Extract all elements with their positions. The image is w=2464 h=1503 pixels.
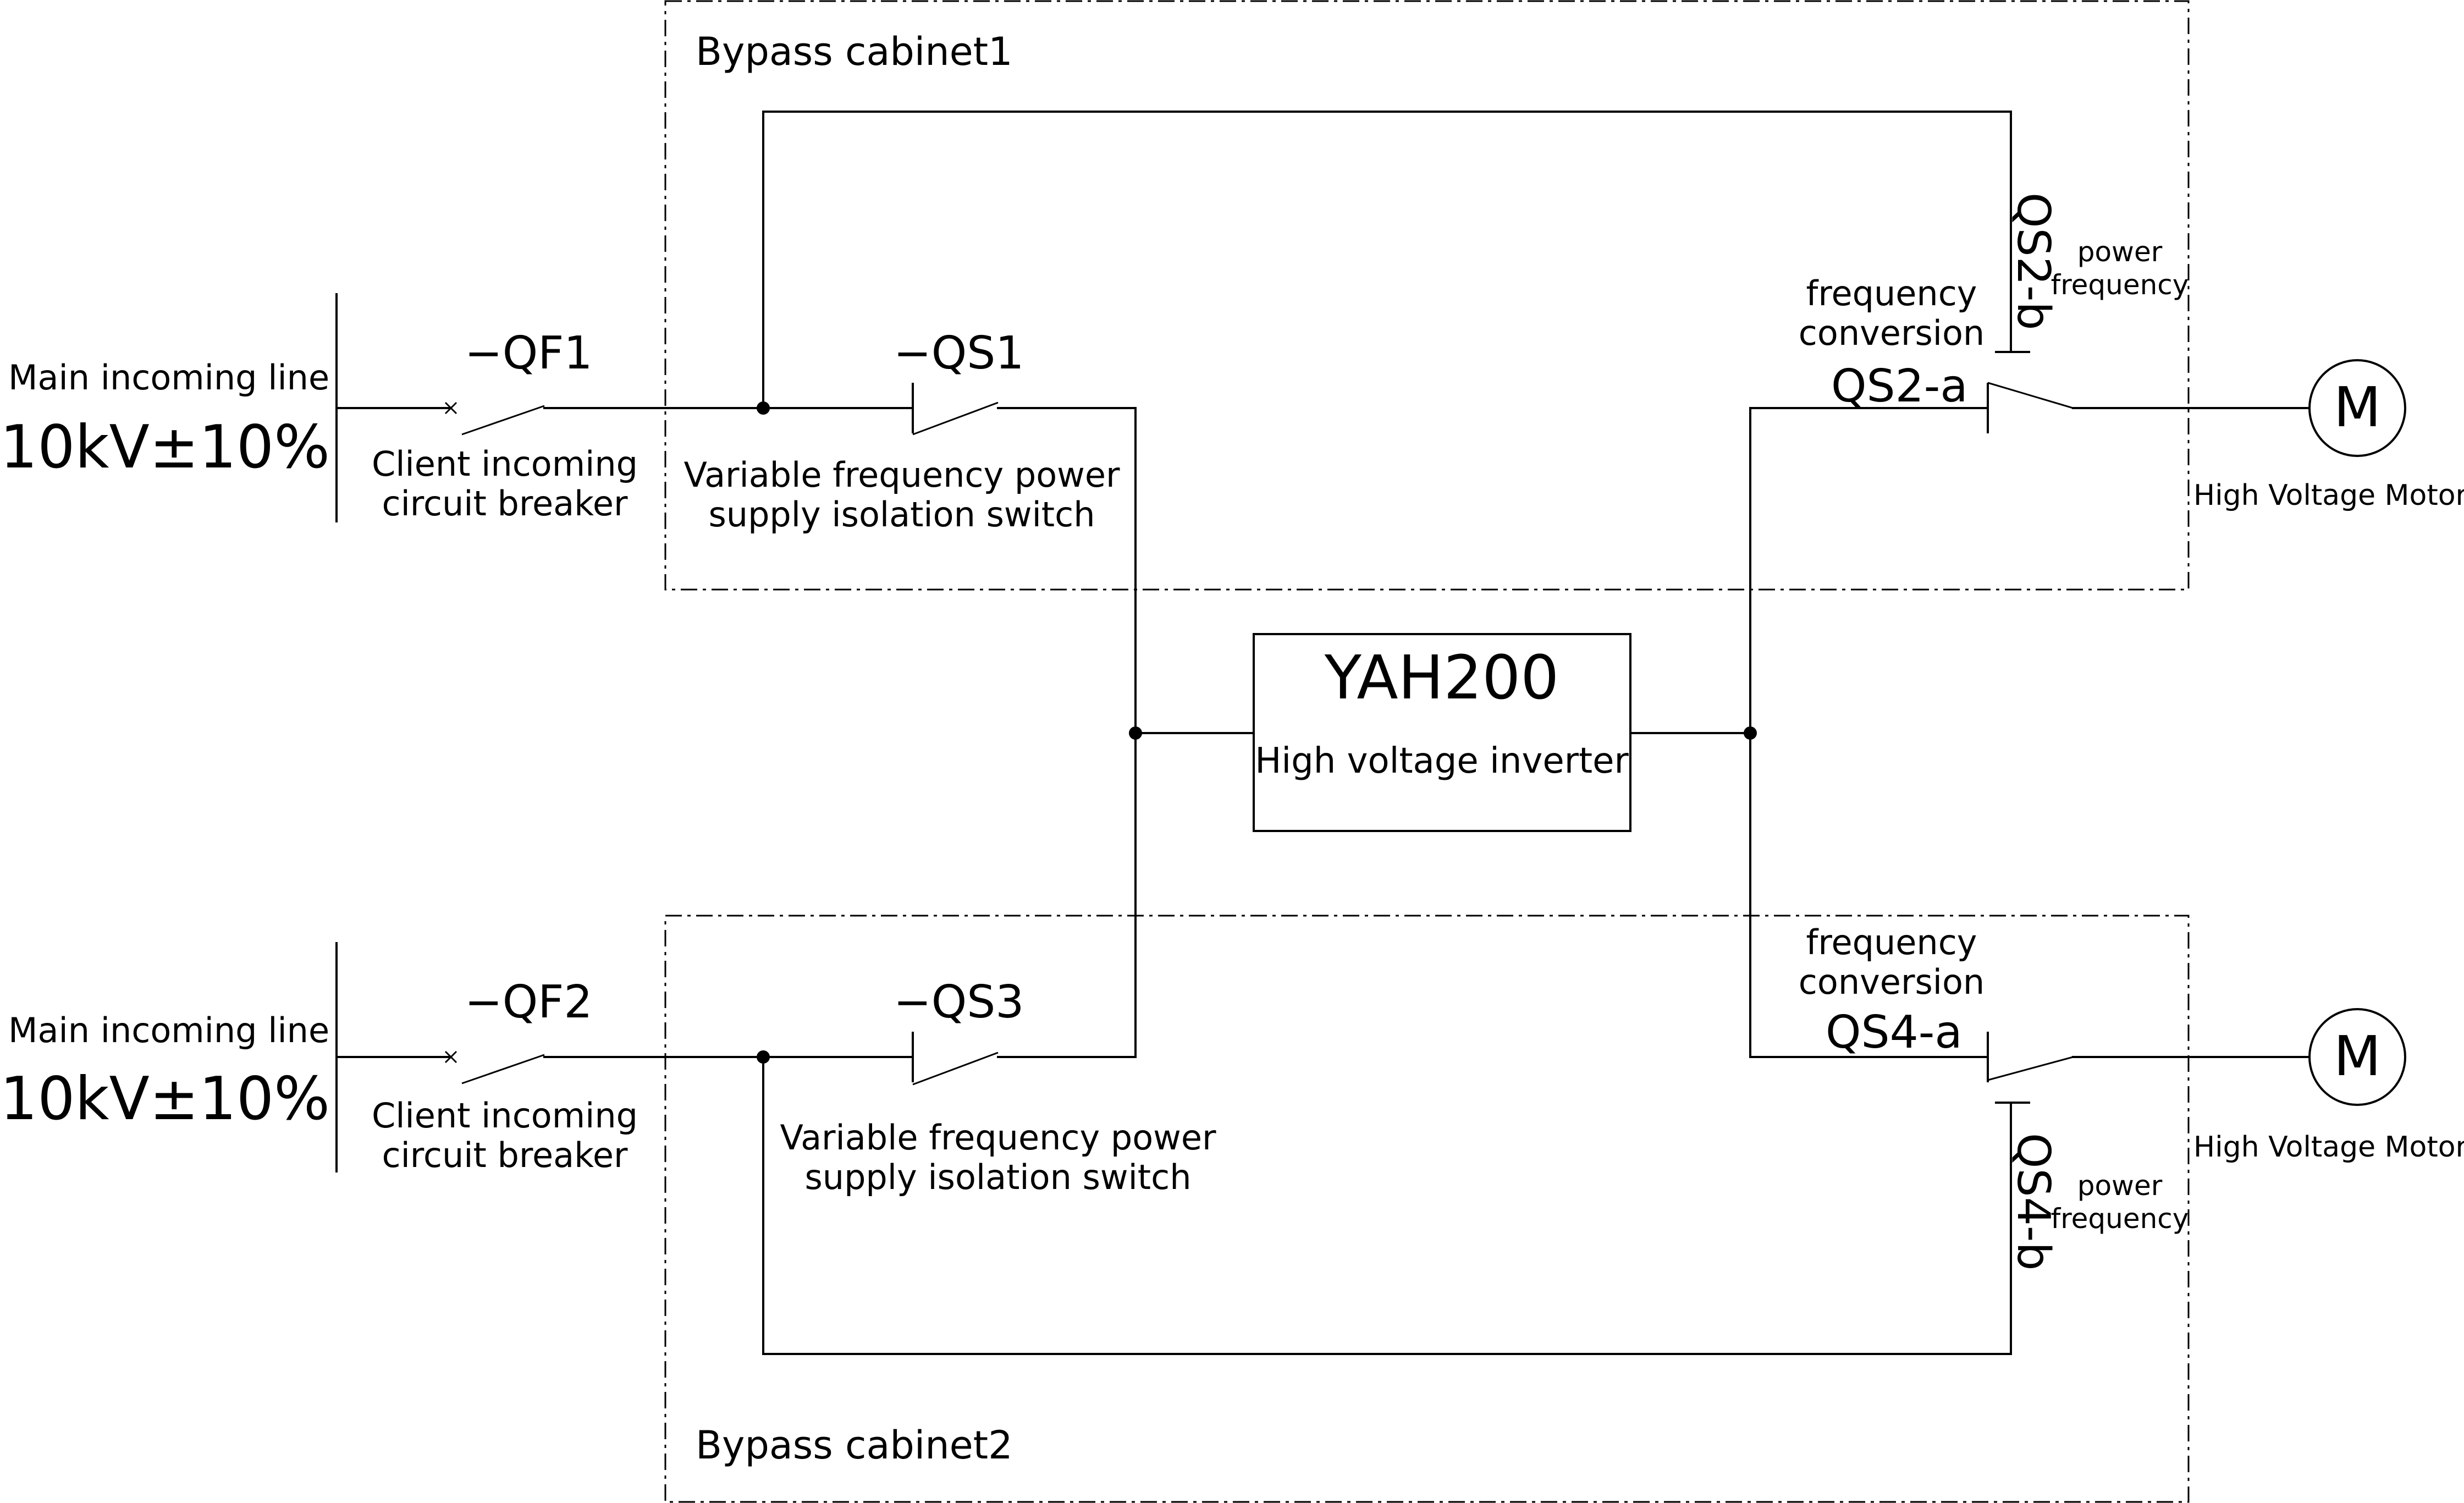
qs1-desc-line1: Variable frequency power (683, 455, 1120, 495)
qs2a-desc-line1: frequency (1806, 273, 1977, 313)
bottom-vf-output-wire (1749, 732, 1989, 1058)
qs2a-code: QS2‑a (1831, 360, 1968, 412)
bottom-bypass-loop (762, 1056, 2012, 1355)
bypass-cabinet2-boundary (664, 915, 2190, 1503)
qs1-code: −QS1 (894, 327, 1024, 379)
qf2-breaker-symbol (444, 1050, 545, 1084)
top-bypass-loop (762, 111, 2012, 409)
inverter-input-junction-dot (1129, 726, 1142, 740)
bottom-motor-symbol (2308, 1008, 2406, 1106)
qf1-breaker-symbol (444, 401, 545, 436)
top-bypass-junction-dot (757, 401, 770, 415)
bottom-motor-letter: M (2334, 1024, 2381, 1088)
top-line-circuit: M (335, 111, 2406, 734)
qs4a-desc-line2: conversion (1799, 962, 1985, 1002)
top-incoming-label: Main incoming line (8, 357, 329, 398)
qs2b-desc-line2: frequency (2051, 269, 2189, 301)
qs2b-code: QS2‑b (2007, 192, 2059, 330)
qf1-desc-line2: circuit breaker (382, 483, 628, 524)
qs2a-contact-symbol (1987, 382, 2074, 433)
bottom-motor-label: High Voltage Motor (2193, 1131, 2464, 1164)
qs4a-contact-symbol (1987, 1032, 2074, 1082)
inverter-block: YAH200 High voltage inverter (1129, 633, 1757, 832)
qf2-desc-line1: Client incoming (372, 1095, 638, 1136)
qs2b-desc-line1: power (2077, 236, 2163, 268)
qs4a-desc-line1: frequency (1806, 922, 1977, 962)
inverter-desc: High voltage inverter (1255, 741, 1629, 781)
qs3-desc-line1: Variable frequency power (780, 1117, 1216, 1158)
qs4a-code: QS4‑a (1826, 1006, 1963, 1059)
qf2-desc-line2: circuit breaker (382, 1135, 628, 1175)
qs1-isolator-symbol (912, 383, 999, 436)
inverter-output-junction-dot (1744, 726, 1757, 740)
top-voltage: 10kV±10% (0, 413, 330, 482)
bottom-bypass-junction-dot (757, 1050, 770, 1064)
qs4b-code: QS4‑b (2007, 1133, 2059, 1270)
qs3-desc-line2: supply isolation switch (804, 1157, 1191, 1197)
top-motor-label: High Voltage Motor (2193, 479, 2464, 512)
qs3-code: −QS3 (894, 976, 1024, 1028)
top-qs1-to-inverter-wire (997, 407, 1137, 734)
top-motor-letter: M (2334, 375, 2381, 439)
top-motor-symbol (2308, 359, 2406, 457)
bottom-incoming-label: Main incoming line (8, 1010, 329, 1050)
qf1-code: −QF1 (465, 327, 593, 379)
bottom-qs3-to-inverter-wire (997, 732, 1137, 1058)
bottom-line-circuit: M (335, 732, 2406, 1355)
top-vf-output-wire (1749, 407, 1989, 734)
qs4b-desc-line2: frequency (2051, 1203, 2189, 1235)
qs4b-desc-line1: power (2077, 1170, 2163, 1202)
qs1-desc-line2: supply isolation switch (708, 494, 1095, 535)
cabinet2-label: Bypass cabinet2 (696, 1423, 1013, 1468)
bottom-voltage: 10kV±10% (0, 1065, 330, 1133)
inverter-model: YAH200 (1324, 642, 1559, 713)
bypass-cabinet1-boundary (664, 0, 2190, 591)
cabinet1-label: Bypass cabinet1 (696, 29, 1013, 74)
qs3-isolator-symbol (912, 1032, 999, 1086)
qf1-desc-line1: Client incoming (372, 444, 638, 484)
qf2-code: −QF2 (465, 976, 593, 1028)
qs2a-desc-line2: conversion (1799, 313, 1985, 353)
